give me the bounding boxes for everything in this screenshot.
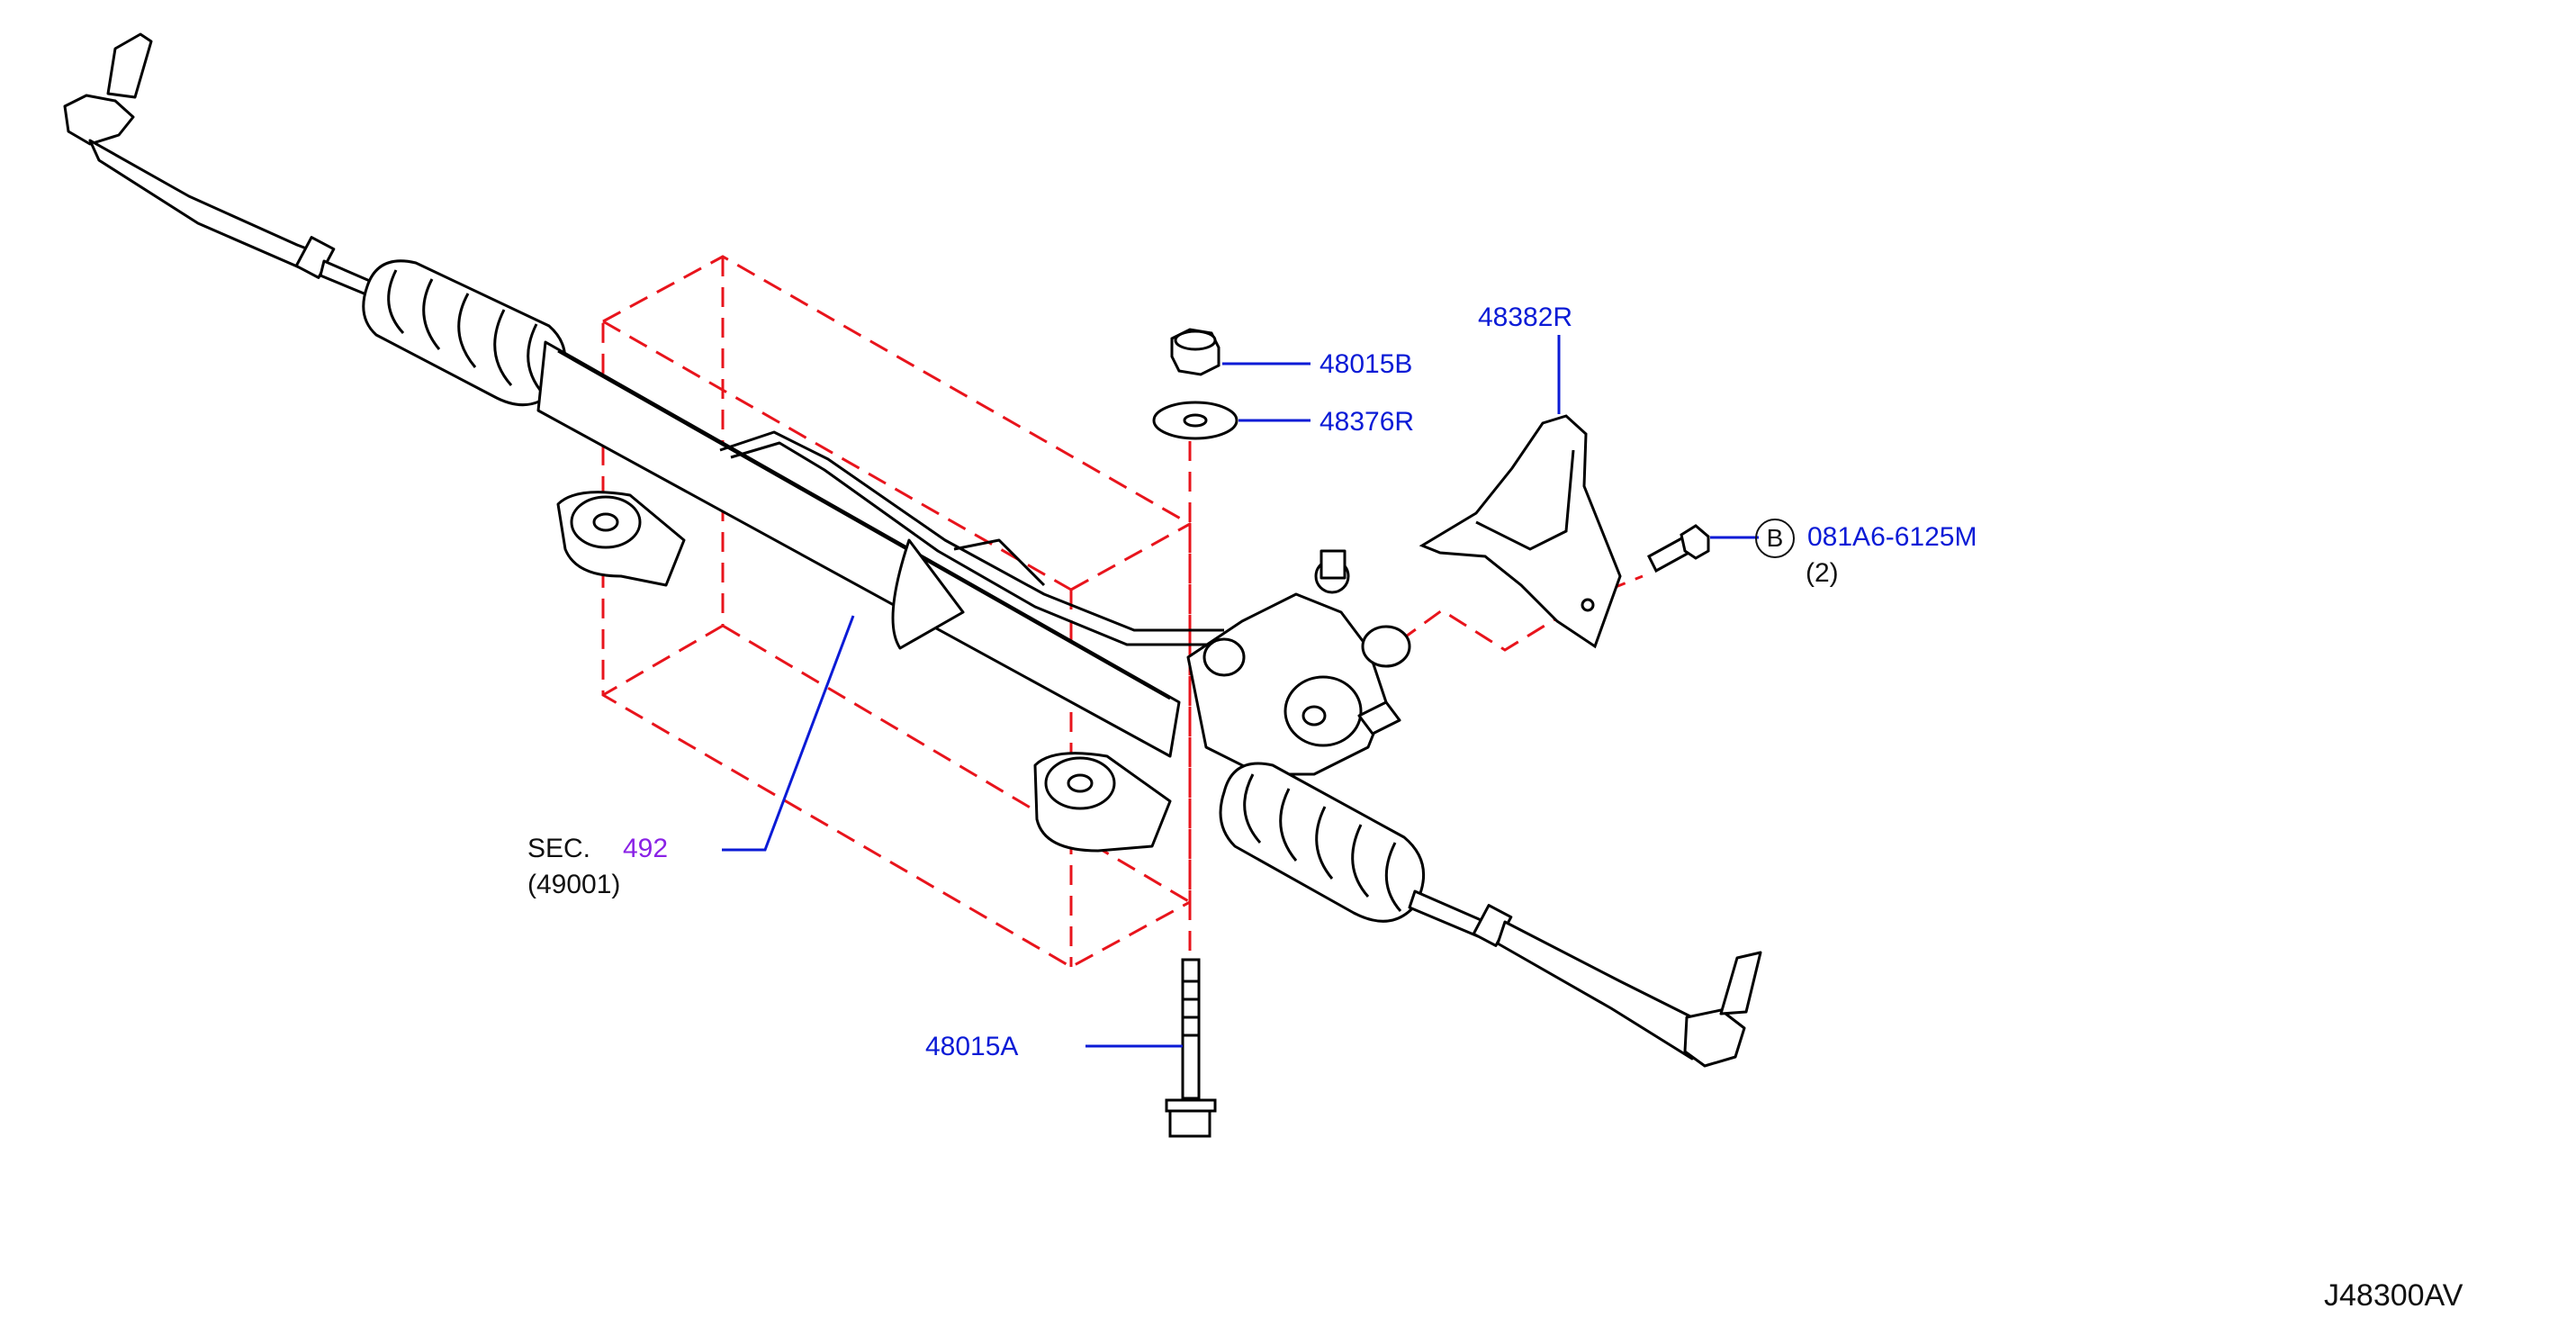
leader-lines <box>722 335 1759 1048</box>
washer-48376r-drawing <box>1152 401 1238 440</box>
hydraulic-pipes <box>719 430 1224 646</box>
part-label-48015a: 48015A <box>925 1032 1019 1061</box>
nut-48015b-drawing <box>1170 328 1220 376</box>
section-number-link[interactable]: 492 <box>623 834 669 863</box>
pinion-valve-housing <box>1186 549 1411 776</box>
left-boot <box>362 259 567 407</box>
left-mount-bushing <box>556 491 686 587</box>
part-label-48382r: 48382R <box>1478 302 1573 332</box>
bolt-48015a-drawing <box>1165 958 1217 1138</box>
section-subcode: (49001) <box>527 870 621 899</box>
part-label-48376r: 48376R <box>1320 407 1415 437</box>
part-label-48015b: 48015B <box>1320 349 1413 379</box>
callout-b-circle: B <box>1755 519 1795 558</box>
bolt-081a6-drawing <box>1647 524 1710 573</box>
part-label-081a6-6125m: 081A6-6125M <box>1807 522 1977 552</box>
rack-housing <box>536 340 1181 758</box>
left-tie-rod-end <box>63 32 380 299</box>
right-mount-bushing <box>1033 752 1172 853</box>
steering-rack <box>63 32 1762 1068</box>
section-prefix: SEC. <box>527 834 591 863</box>
diagram-id: J48300AV <box>2324 1278 2463 1313</box>
heat-insulator-48382r-drawing <box>1419 414 1622 649</box>
dashed-mounting-box <box>601 255 1644 969</box>
right-boot <box>1219 762 1426 923</box>
right-tie-rod-end <box>1408 889 1762 1068</box>
bolt-quantity: (2) <box>1806 558 1839 588</box>
